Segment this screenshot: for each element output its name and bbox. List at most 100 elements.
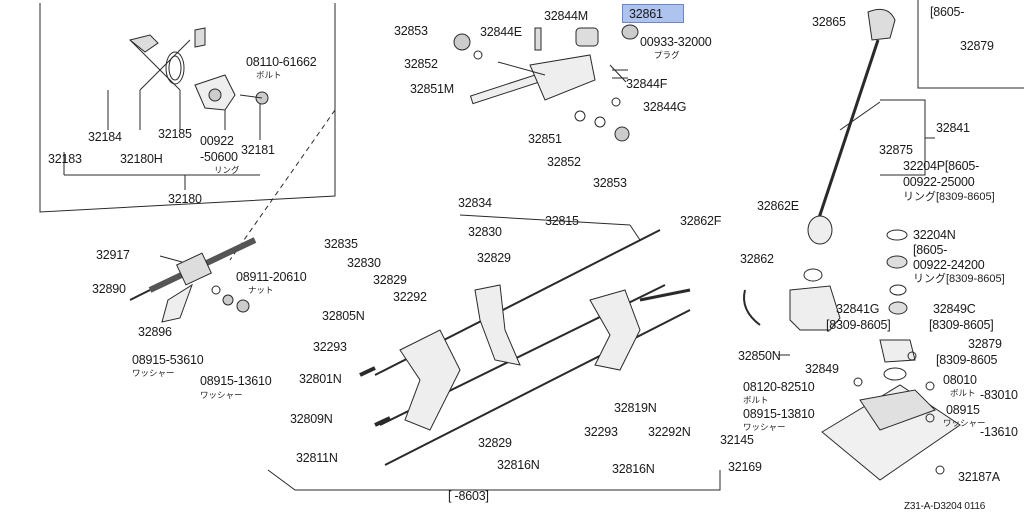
part-label[interactable]: 32830 <box>468 225 502 239</box>
part-note: ナット <box>248 285 274 295</box>
part-label[interactable]: 32816N <box>612 462 655 476</box>
part-note: リング <box>214 165 240 175</box>
part-label[interactable]: 32204P[8605- <box>903 159 980 173</box>
part-label[interactable]: 32809N <box>290 412 333 426</box>
part-label[interactable]: 32811N <box>296 451 338 465</box>
part-label[interactable]: 32293 <box>313 340 347 354</box>
part-label[interactable]: 32834 <box>458 196 492 210</box>
part-note: ワッシャー <box>200 390 243 400</box>
part-label[interactable]: 32851 <box>528 132 562 146</box>
part-label[interactable]: 08915-13610 <box>200 374 272 388</box>
part-label[interactable]: 32896 <box>138 325 172 339</box>
part-label[interactable]: 32853 <box>593 176 627 190</box>
part-label[interactable]: -13610 <box>980 425 1018 439</box>
part-label[interactable]: -50600 <box>200 150 238 164</box>
part-label[interactable]: 32293 <box>584 425 618 439</box>
part-label[interactable]: 32849C <box>933 302 976 316</box>
part-label: [8309-8605 <box>936 353 998 367</box>
part-label[interactable]: 32829 <box>373 273 407 287</box>
inset-box-outline <box>39 3 336 213</box>
clip-plate <box>128 34 159 53</box>
part-label[interactable]: 08110-61662 <box>246 55 317 69</box>
part-label[interactable]: 32835 <box>324 237 358 251</box>
part-note: ワッシャー <box>943 418 986 428</box>
part-label[interactable]: 00922-25000 <box>903 175 975 189</box>
part-note: ボルト <box>743 395 769 405</box>
part-label[interactable]: 32183 <box>48 152 82 166</box>
part-label[interactable]: 32180H <box>120 152 163 166</box>
part-label: [8309-8605] <box>826 318 891 332</box>
part-label[interactable]: 32844F <box>626 77 668 91</box>
part-label[interactable]: 32829 <box>478 436 512 450</box>
boot-32850N <box>789 285 841 331</box>
shift-rod-32851M <box>469 73 541 105</box>
diagram-code: Z31-A-D3204 0116 <box>904 501 986 512</box>
part-label[interactable]: 32815 <box>545 214 579 228</box>
part-note: ボルト <box>950 388 976 398</box>
part-label[interactable]: 32852 <box>404 57 438 71</box>
part-label[interactable]: 32853 <box>394 24 428 38</box>
rail-3 <box>384 309 691 466</box>
part-label[interactable]: 08915-13810 <box>743 407 815 421</box>
part-label[interactable]: 00922 <box>200 134 234 148</box>
part-label[interactable]: 08911-20610 <box>236 270 307 284</box>
block-32844M <box>529 54 596 101</box>
part-label[interactable]: 32862 <box>740 252 774 266</box>
part-label[interactable]: 32181 <box>241 143 275 157</box>
part-note: ボルト <box>256 70 282 80</box>
part-label[interactable]: 32180 <box>168 192 202 206</box>
part-label[interactable]: 32879 <box>968 337 1002 351</box>
part-label[interactable]: 32862F <box>680 214 722 228</box>
part-label[interactable]: 32890 <box>92 282 126 296</box>
part-label[interactable]: 32292 <box>393 290 427 304</box>
part-label[interactable]: 32830 <box>347 256 381 270</box>
shift-fork-right <box>589 289 641 371</box>
part-label: [8605- <box>930 5 965 19</box>
part-label[interactable]: 08120-82510 <box>743 380 815 394</box>
ring-32180H <box>165 51 185 85</box>
part-label[interactable]: 32841G <box>836 302 880 316</box>
part-label-32861[interactable]: 32861 <box>629 7 663 21</box>
part-label[interactable]: 32292N <box>648 425 691 439</box>
shift-fork-left <box>474 284 521 366</box>
part-label[interactable]: 32844M <box>544 9 588 23</box>
part-label[interactable]: 32169 <box>728 460 762 474</box>
part-label[interactable]: 00933-32000 <box>640 35 712 49</box>
part-label[interactable]: 32145 <box>720 433 754 447</box>
part-label[interactable]: 32829 <box>477 251 511 265</box>
part-label[interactable]: 32862E <box>757 199 799 213</box>
part-label[interactable]: 32865 <box>812 15 846 29</box>
part-label[interactable]: 32187A <box>958 470 1000 484</box>
part-label[interactable]: 32841 <box>936 121 970 135</box>
part-label[interactable]: 08010 <box>943 373 977 387</box>
part-label[interactable]: 32844G <box>643 100 687 114</box>
part-label[interactable]: 32850N <box>738 349 781 363</box>
part-label[interactable]: 32852 <box>547 155 581 169</box>
part-label[interactable]: 32805N <box>322 309 365 323</box>
part-note: ワッシャー <box>743 422 786 432</box>
part-label[interactable]: -83010 <box>980 388 1018 402</box>
bottom-bracket <box>267 469 721 491</box>
part-label[interactable]: 32185 <box>158 127 192 141</box>
shift-lever <box>813 39 880 231</box>
part-label[interactable]: 32879 <box>960 39 994 53</box>
part-label[interactable]: 32184 <box>88 130 122 144</box>
part-label[interactable]: 32851M <box>410 82 454 96</box>
part-label[interactable]: 32816N <box>497 458 540 472</box>
part-label[interactable]: 32849 <box>805 362 839 376</box>
part-label[interactable]: 32819N <box>614 401 657 415</box>
part-note: リング[8309-8605] <box>913 273 1005 285</box>
part-label[interactable]: 32801N <box>299 372 342 386</box>
range-label: [ -8603] <box>448 489 489 503</box>
shift-fork-mid <box>399 329 461 431</box>
part-label[interactable]: 08915-53610 <box>132 353 204 367</box>
highlighted-part-box[interactable]: 32861 <box>622 4 684 23</box>
part-label[interactable]: 00922-24200 <box>913 258 985 272</box>
part-label[interactable]: 32875 <box>879 143 913 157</box>
part-label[interactable]: 32917 <box>96 248 130 262</box>
part-note: リング[8309-8605] <box>903 191 995 203</box>
part-label[interactable]: 32844E <box>480 25 522 39</box>
part-label[interactable]: 08915 <box>946 403 980 417</box>
part-label: [8605- <box>913 243 948 257</box>
part-label[interactable]: 32204N <box>913 228 956 242</box>
